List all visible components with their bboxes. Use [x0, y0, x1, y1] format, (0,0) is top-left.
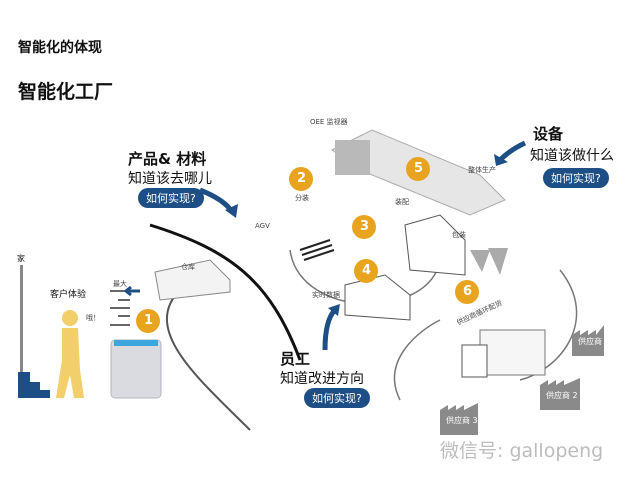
product-machine	[110, 339, 162, 399]
arrow-icon	[199, 187, 235, 214]
road-curve	[149, 223, 302, 361]
gauge	[110, 290, 130, 326]
supplier-loop-arrow	[393, 319, 441, 401]
supplier-2-factory	[540, 378, 580, 410]
arrow-icon	[322, 308, 337, 351]
overall-label: 整体生产	[468, 166, 496, 174]
realtime-label: 实时数据	[312, 291, 340, 299]
step-2-label: 2	[297, 171, 307, 186]
step-1-label: 1	[144, 313, 154, 328]
supplier-1-label: 供应商 1	[578, 337, 610, 346]
warehouse	[154, 259, 231, 301]
person-icon	[62, 310, 78, 326]
assembly-label: 装配	[395, 198, 409, 206]
page-subtitle: 智能化的体现	[18, 40, 102, 56]
stairs-icon	[18, 372, 50, 398]
funnel	[470, 248, 508, 275]
step-6	[455, 280, 479, 304]
inventory-hall	[344, 274, 411, 321]
product-callout-desc: 知道该去哪儿	[128, 171, 212, 187]
warehouse-label: 仓库	[181, 263, 195, 271]
equipment-how-button[interactable]: 如何实现?	[543, 168, 609, 188]
equipment-callout-desc: 知道该做什么	[530, 148, 614, 164]
product-how-button[interactable]: 如何实现?	[138, 188, 204, 208]
step-3	[352, 215, 376, 239]
arrow-left-icon	[123, 285, 140, 297]
packing-label: 包装	[452, 231, 466, 239]
step-3-label: 3	[360, 219, 370, 234]
supplier-3-label: 供应商 3	[446, 416, 478, 425]
supplier-3-factory	[440, 403, 478, 435]
step-5	[406, 157, 430, 181]
equipment-callout-title: 设备	[533, 125, 564, 143]
supplier-2-label: 供应商 2	[546, 391, 578, 400]
oee-machine	[335, 140, 370, 175]
customer-label: 客户体验	[50, 290, 87, 300]
oee-label: OEE 监视器	[310, 118, 348, 126]
step-5-label: 5	[414, 161, 424, 176]
supplier-1-factory	[572, 325, 604, 356]
staff-callout-title: 员工	[280, 350, 311, 368]
page-title: 智能化工厂	[18, 81, 114, 103]
step-6-label: 6	[463, 284, 473, 299]
step-markers	[136, 157, 479, 333]
split-label: 分装	[295, 194, 309, 202]
staff-how-button[interactable]: 如何实现?	[304, 388, 370, 408]
step-4-label: 4	[362, 263, 372, 278]
watermark: 微信号: gallopeng	[440, 440, 604, 462]
max-label: 最大	[113, 280, 127, 288]
arrow-icon	[498, 140, 527, 162]
truck-icon	[479, 329, 546, 376]
staff-callout-desc: 知道改进方向	[280, 371, 364, 387]
home-pole	[20, 265, 23, 395]
product-callout-title: 产品& 材料	[128, 150, 207, 168]
step-1	[136, 309, 160, 333]
road	[166, 289, 251, 431]
step-2	[289, 167, 313, 191]
step-4	[354, 259, 378, 283]
packing-hall	[404, 214, 466, 276]
home-label: 家	[17, 254, 25, 263]
agv-label: AGV	[255, 222, 270, 230]
oh-label: 哦！	[86, 314, 100, 322]
